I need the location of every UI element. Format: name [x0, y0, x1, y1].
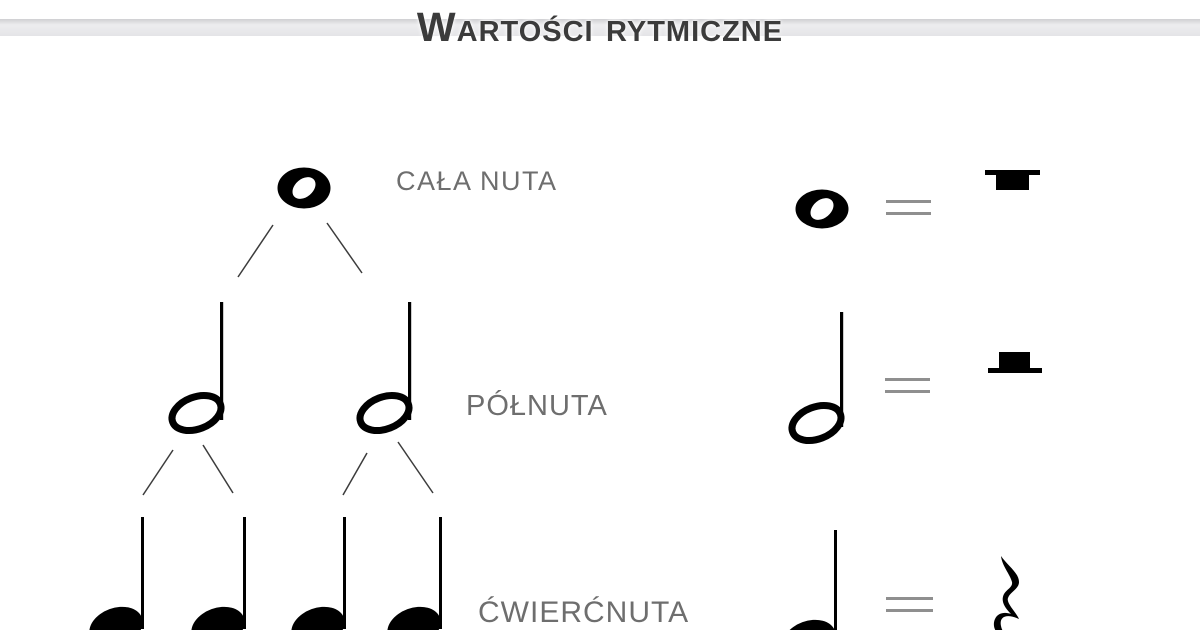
- tree-connector-line: [237, 224, 274, 278]
- tree-connector-line: [142, 449, 174, 496]
- page-title: Wartości rytmiczne: [416, 4, 784, 50]
- quarter-note-icon: [89, 517, 144, 630]
- quarter-note-icon: [191, 517, 246, 630]
- half-note-icon: [788, 312, 845, 445]
- header-band: [0, 19, 1200, 36]
- label-half-note: PÓŁNUTA: [466, 390, 608, 422]
- tree-connector-line: [397, 441, 434, 494]
- tree-connector-line: [326, 222, 363, 274]
- whole-note-icon: [795, 189, 849, 229]
- quarter-note-icon: [291, 517, 346, 630]
- quarter-note-icon: [387, 517, 442, 630]
- label-quarter-note: ĆWIERĆNUTA: [478, 596, 690, 629]
- half-note-icon: [168, 302, 225, 435]
- whole-note-icon: [277, 167, 331, 209]
- label-whole-note: CAŁA NUTA: [396, 166, 558, 196]
- tree-connector-line: [342, 452, 368, 496]
- tree-connector-line: [202, 444, 234, 494]
- quarter-note-icon: [782, 530, 837, 630]
- quarter-rest-icon: [993, 556, 1019, 630]
- half-note-icon: [356, 302, 413, 435]
